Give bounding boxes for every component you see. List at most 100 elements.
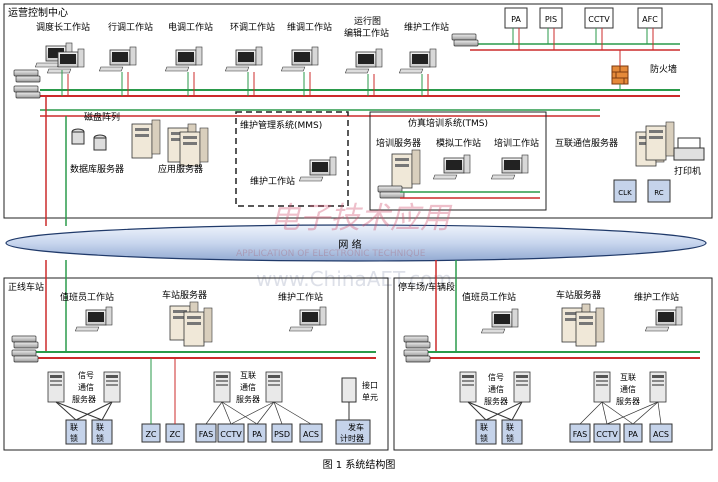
station-maint-ws-label: 维护工作站	[278, 291, 323, 303]
depot-interlock-2b: 锁	[506, 433, 514, 443]
rc-label: RC	[654, 189, 664, 197]
depot-interconnect-server-icon	[649, 371, 667, 403]
depot-interlock-1a: 联	[480, 423, 488, 432]
mms-box	[235, 111, 349, 207]
sub-label-psd: PSD	[274, 430, 290, 439]
departure-timer-label-2: 计时器	[340, 433, 364, 443]
zc-label-1: ZC	[145, 430, 156, 439]
interface-label-2: 单元	[362, 392, 378, 402]
watermark-url: www.ChinaAET.com	[256, 267, 452, 291]
depot-signal-label-3: 服务器	[484, 396, 508, 406]
printer-icon	[673, 137, 705, 161]
depot-signal-label-2: 通信	[488, 384, 504, 394]
depot-server-label: 车站服务器	[556, 289, 601, 301]
workstation-pc-icon	[98, 46, 137, 72]
ext-box-afc	[637, 7, 663, 29]
ws-label-1: 行调工作站	[108, 21, 153, 33]
ws-drops	[61, 70, 429, 96]
occ-core-switch-1	[13, 69, 41, 83]
network-cloud	[5, 224, 707, 262]
workstation-pc-icon	[398, 48, 437, 74]
interface-label-1: 接口	[362, 380, 378, 390]
station-switch-icon	[11, 349, 39, 363]
depot-duty-ws-label: 值班员工作站	[462, 291, 516, 303]
station-ic-label-2: 通信	[240, 382, 256, 392]
ext-box-cctv	[584, 7, 614, 29]
app-server-label: 应用服务器	[158, 163, 203, 175]
depot-sub-links	[579, 401, 662, 425]
ws-label-4: 维调工作站	[287, 21, 332, 33]
station-duty-ws-label: 值班员工作站	[60, 291, 114, 303]
depot-signal-server-icon	[513, 371, 531, 403]
ext-label-pa: PA	[511, 15, 521, 24]
station-ic-label-3: 服务器	[236, 394, 260, 404]
depot-sub-label-acs: ACS	[653, 430, 669, 439]
station-server-icon	[183, 307, 213, 347]
tms-item-2: 培训工作站	[494, 137, 539, 149]
station-switch-icon	[11, 335, 39, 349]
ws-label-0: 调度长工作站	[36, 21, 90, 33]
tms-box	[369, 111, 547, 211]
depot-ic-label-3: 服务器	[616, 396, 640, 406]
station-sub-links	[205, 401, 312, 425]
disk-array-label: 磁盘阵列	[84, 111, 120, 123]
interlock-label-1b: 锁	[70, 433, 78, 443]
depot-sub-label-cctv: CCTV	[596, 430, 618, 439]
station-ic-label-1: 互联	[240, 371, 256, 380]
tms-item-0: 培训服务器	[376, 137, 421, 149]
depot-sub-label-pa: PA	[628, 430, 638, 439]
external-switch-icon	[451, 33, 479, 47]
training-ws-icon	[490, 154, 529, 180]
occ-title: 运营控制中心	[8, 6, 68, 19]
db-server-icon	[131, 119, 161, 159]
ext-label-cctv: CCTV	[588, 15, 610, 24]
simulator-ws-icon	[432, 154, 471, 180]
sub-label-acs: ACS	[303, 430, 319, 439]
interconnect-server-label: 互联通信服务器	[555, 137, 618, 149]
station-title: 正线车站	[8, 281, 44, 293]
occ-region	[3, 3, 713, 219]
zc-label-2: ZC	[169, 430, 180, 439]
depot-interlock-1b: 锁	[480, 433, 488, 443]
disk-array-icon	[71, 128, 107, 151]
ws-label-5: 维护工作站	[404, 21, 449, 33]
figure-caption: 图 1 系统结构图	[323, 458, 396, 471]
training-server-icon	[391, 149, 421, 189]
depot-ic-label-2: 通信	[620, 384, 636, 394]
depot-interconnect-server-icon	[593, 371, 611, 403]
tms-title: 仿真培训系统(TMS)	[408, 117, 488, 129]
timetable-ws-line1: 运行图	[354, 15, 381, 27]
depot-server-icon	[575, 307, 605, 347]
station-interconnect-server-icon	[213, 371, 231, 403]
signal-server-icon	[47, 371, 65, 403]
app-server-icon	[179, 127, 209, 167]
station-server-label: 车站服务器	[162, 289, 207, 301]
depot-signal-server-icon	[459, 371, 477, 403]
workstation-pc-icon	[280, 46, 319, 72]
interlock-label-2b: 锁	[96, 433, 104, 443]
depot-ic-label-1: 互联	[620, 373, 636, 382]
depot-maint-ws-icon	[644, 306, 683, 332]
workstation-pc-icon	[344, 48, 383, 74]
depot-interlock-2a: 联	[506, 423, 514, 432]
signal-server-icon	[103, 371, 121, 403]
sub-label-pa: PA	[252, 430, 262, 439]
db-server-label: 数据库服务器	[70, 163, 124, 175]
depot-signal-label-1: 信号	[488, 372, 504, 382]
rc-box	[647, 179, 671, 203]
sub-label-fas: FAS	[199, 430, 213, 439]
station-signal-label-3: 服务器	[72, 394, 96, 404]
ext-label-afc: AFC	[642, 15, 658, 24]
workstation-pc-icon	[224, 46, 263, 72]
station-maint-ws-icon	[288, 306, 327, 332]
depot-sub-label-fas: FAS	[573, 430, 587, 439]
interlock-label-2a: 联	[96, 423, 104, 432]
station-signal-label-2: 通信	[78, 382, 94, 392]
watermark-en: APPLICATION OF ELECTRONIC TECHNIQUE	[236, 249, 426, 259]
network-label: 网 络	[338, 238, 361, 251]
workstation-pc-icon	[164, 46, 203, 72]
watermark-cn: 电子技术应用	[270, 201, 453, 236]
departure-timer-label-1: 发车	[348, 422, 364, 432]
ws-label-2: 电调工作站	[168, 21, 213, 33]
station-signal-label-1: 信号	[78, 370, 94, 380]
